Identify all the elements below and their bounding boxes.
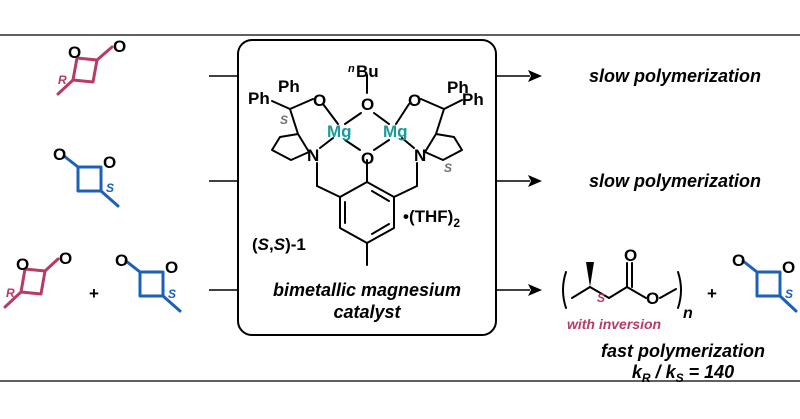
residual-stereo-label: S xyxy=(785,287,793,301)
carbonyl-oxygen: O xyxy=(115,251,128,270)
ring-oxygen: O xyxy=(165,258,178,277)
catalyst-labels: n Bu O Mg Mg O O O N N Ph Ph Ph Ph S S •… xyxy=(248,62,484,322)
mg-right: Mg xyxy=(383,122,408,141)
polymer-bonds xyxy=(562,262,682,309)
mg-left: Mg xyxy=(327,122,352,141)
arrows xyxy=(209,75,530,291)
alkoxide-oxygen-right: O xyxy=(408,91,421,110)
stereo-label-right: S xyxy=(444,161,452,175)
monomer-s-row2 xyxy=(62,154,120,208)
monomer-r-row1-labels: O O R xyxy=(58,37,126,87)
ring-oxygen: O xyxy=(782,258,795,277)
stereo-label-s: S xyxy=(168,287,176,301)
catalyst-bonds xyxy=(271,74,463,266)
butyl-prefix: n xyxy=(348,63,355,75)
outcome-row1: slow polymerization xyxy=(589,66,761,86)
outcome-row2: slow polymerization xyxy=(589,171,761,191)
monomer-s-row2-labels: O O S xyxy=(53,145,116,195)
inversion-label: with inversion xyxy=(567,316,661,332)
stereo-label-s: S xyxy=(106,181,114,195)
wedge-bond xyxy=(586,262,594,287)
alkoxide-oxygen-left: O xyxy=(313,91,326,110)
ring-oxygen: O xyxy=(16,255,29,274)
plus-sign: + xyxy=(89,284,99,303)
carbonyl-oxygen: O xyxy=(113,37,126,56)
bridging-oxygen-top: O xyxy=(361,95,374,114)
monomer-s-row3-labels: O O S xyxy=(115,251,178,301)
arrowheads xyxy=(528,70,542,296)
monomer-r-row3 xyxy=(3,257,60,309)
butyl-label: Bu xyxy=(356,62,379,81)
phenyl-left-1: Ph xyxy=(248,89,270,108)
catalyst-caption-line2: catalyst xyxy=(333,302,401,322)
outcome-row3: fast polymerization xyxy=(601,341,765,361)
polymer-subscript: n xyxy=(683,305,693,322)
carbonyl-oxygen: O xyxy=(732,251,745,270)
nitrogen-right: N xyxy=(414,146,426,165)
polymer-ester-oxygen: O xyxy=(646,289,659,308)
rate-ratio: kR / kS = 140 xyxy=(632,362,734,385)
compound-label: (S,S)-1 xyxy=(252,235,306,254)
ring-oxygen: O xyxy=(68,43,81,62)
stereo-label-r: R xyxy=(58,73,67,87)
plus-sign: + xyxy=(707,284,717,303)
monomer-r-row3-labels: O O R xyxy=(6,249,72,300)
polymer-stereo-label: S xyxy=(597,291,605,305)
residual-s-monomer xyxy=(741,259,798,313)
nitrogen-left: N xyxy=(307,146,319,165)
arrow-head-row2 xyxy=(528,175,542,187)
carbonyl-oxygen: O xyxy=(59,249,72,268)
arrow-head-row1 xyxy=(528,70,542,82)
residual-s-monomer-labels: O O S xyxy=(732,251,795,301)
catalyst-box xyxy=(237,39,497,336)
stereo-label-left: S xyxy=(280,113,288,127)
polymer-carbonyl-oxygen: O xyxy=(624,246,637,265)
stereo-label-r: R xyxy=(6,286,15,300)
phenyl-right-2: Ph xyxy=(462,90,484,109)
phenyl-right-1: Ph xyxy=(447,78,469,97)
monomer-r-row1 xyxy=(56,45,114,96)
phenyl-left-2: Ph xyxy=(278,77,300,96)
phenoxide-oxygen: O xyxy=(361,149,374,168)
thf-solvate: •(THF)2 xyxy=(403,207,460,230)
arrow-head-row3 xyxy=(528,284,542,296)
ring-oxygen: O xyxy=(103,153,116,172)
carbonyl-oxygen: O xyxy=(53,145,66,164)
monomer-s-row3 xyxy=(124,259,182,313)
catalyst-caption-line1: bimetallic magnesium xyxy=(273,280,461,300)
